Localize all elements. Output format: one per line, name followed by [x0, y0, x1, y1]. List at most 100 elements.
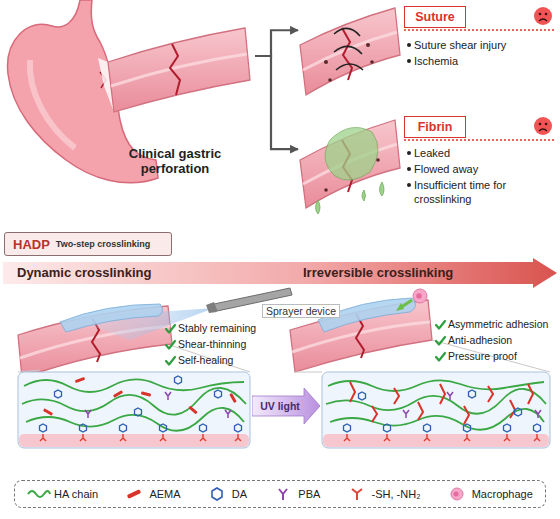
- crosslinked-network-part: [488, 386, 493, 402]
- bullet-dot: [407, 43, 411, 47]
- legend-swatch-part: [451, 488, 463, 500]
- suture-illustration-part: [545, 13, 548, 16]
- property-label: Pressure proof: [448, 350, 517, 362]
- node-text: UV light: [260, 400, 300, 412]
- dynamic-network-part: [18, 372, 250, 448]
- crosslinked-illustration-part: [413, 289, 427, 303]
- dynamic-network-part: [188, 406, 198, 415]
- crosslinked-network-part: [384, 434, 390, 441]
- crosslinked-network-part: [330, 409, 544, 430]
- fibrin-illustration: [300, 117, 554, 214]
- dynamic-network-part: [26, 408, 244, 431]
- dynamic-network-part: [215, 390, 222, 398]
- crosslinked-illustration-part: [295, 372, 322, 373]
- crosslinked-network-part: [344, 434, 350, 441]
- method-box: Suture: [404, 6, 466, 28]
- suture-illustration-part: [324, 60, 328, 64]
- node-text: Fibrin: [418, 120, 453, 134]
- legend-text: HA chain: [54, 488, 98, 500]
- suture-illustration-part: [342, 28, 352, 80]
- fibrin-illustration-part: [300, 120, 400, 208]
- uv-arrow: UV light: [252, 388, 320, 424]
- node-text: Clinical gastric perforation: [96, 146, 254, 176]
- crosslinked-illustration-part: [436, 321, 445, 329]
- property-label: Asymmetric adhesion: [448, 318, 548, 330]
- spray-illustration: [18, 288, 292, 378]
- legend-swatch: [205, 487, 229, 501]
- crosslinked-network-part: [464, 424, 471, 432]
- suture-illustration-part: [404, 29, 554, 30]
- crosslinked-network-part: [424, 424, 431, 432]
- bullet-text: Ischemia: [414, 54, 552, 68]
- legend-text: AEMA: [149, 488, 180, 500]
- legend-swatch-part: [127, 489, 141, 499]
- dynamic-network-part: [135, 408, 142, 416]
- crosslinked-illustration-part: [416, 293, 422, 299]
- dynamic-network-part: [120, 424, 127, 432]
- crosslinked-illustration-part: [292, 322, 430, 352]
- problem-panel: LeakedFlowed awayInsufficient time for c…: [298, 110, 560, 250]
- crosslinked-network: [322, 372, 550, 448]
- legend-text: Macrophage: [472, 488, 533, 500]
- suture-illustration-part: [366, 43, 370, 47]
- crosslinked-network-part: [528, 384, 533, 404]
- bullet-text: Leaked: [414, 146, 552, 160]
- flow-arrow: [255, 30, 298, 56]
- crosslinked-illustration-part: [436, 337, 445, 345]
- dynamic-network-part: [225, 410, 231, 418]
- illustration-panel: Clinical gastric perforation: [0, 0, 255, 200]
- property-label: Anti-adhesion: [448, 334, 512, 346]
- legend-text: DA: [232, 488, 247, 500]
- bullet-dot: [407, 59, 411, 63]
- legend-swatch-part: [279, 489, 287, 500]
- suture-illustration-part: [300, 8, 400, 95]
- hydrogel-box: HADPTwo-step crosslinking: [4, 232, 172, 256]
- crosslinked-illustration-part: [396, 303, 404, 311]
- legend-swatch-part: [212, 488, 222, 500]
- flow-arrow: [255, 56, 298, 149]
- crosslinked-network-part: [394, 388, 399, 404]
- arrow-outline: [252, 388, 320, 424]
- crosslinked-network-part: [464, 434, 470, 441]
- zoomed-wall-part: [108, 28, 250, 112]
- fibrin-illustration-part: [545, 123, 548, 126]
- legend-swatch: [345, 487, 369, 501]
- dynamic-network-part: [40, 434, 46, 441]
- spray-illustration-part: [166, 325, 175, 333]
- zoomed-wall-part: [170, 44, 180, 95]
- crosslinked-network-part: [504, 434, 510, 441]
- suture-illustration-part: [539, 19, 547, 21]
- bullet-text: Flowed away: [414, 162, 552, 176]
- dynamic-network-part: [141, 391, 151, 396]
- band-outline: [3, 258, 557, 288]
- suture-illustration-part: [539, 13, 542, 16]
- bullet-dot: [407, 167, 411, 171]
- problem-panel: Suture shear injuryIschemiaSuture: [298, 0, 560, 108]
- crosslinked-network-part: [440, 384, 445, 404]
- dynamic-network-part: [160, 434, 166, 441]
- dynamic-network-part: [200, 424, 207, 432]
- crosslinked-network-part: [510, 400, 515, 418]
- crosslinked-network-part: [469, 390, 476, 398]
- node-text: Suture: [415, 10, 455, 24]
- node-text: HADP: [13, 237, 50, 252]
- suture-illustration-part: [303, 32, 397, 70]
- spray-illustration-part: [60, 304, 163, 332]
- legend-item: AEMA: [122, 487, 180, 501]
- dynamic-network-part: [85, 410, 91, 418]
- crosslinked-network-part: [534, 424, 541, 432]
- suture-illustration-part: [334, 28, 360, 36]
- property-label: Stably remaining: [178, 322, 256, 334]
- dynamic-network-part: [80, 424, 87, 432]
- dynamic-network-part: [113, 390, 123, 398]
- fibrin-illustration-part: [539, 129, 547, 131]
- dynamic-network-part: [80, 434, 86, 441]
- suture-illustration-part: [336, 64, 363, 70]
- zoomed-wall: [108, 28, 250, 112]
- crosslinked-network-part: [350, 382, 355, 402]
- crosslinked-network-part: [344, 424, 351, 432]
- crosslinked-network-part: [328, 380, 544, 391]
- dynamic-network: [18, 372, 250, 448]
- crosslinked-network-part: [322, 372, 550, 448]
